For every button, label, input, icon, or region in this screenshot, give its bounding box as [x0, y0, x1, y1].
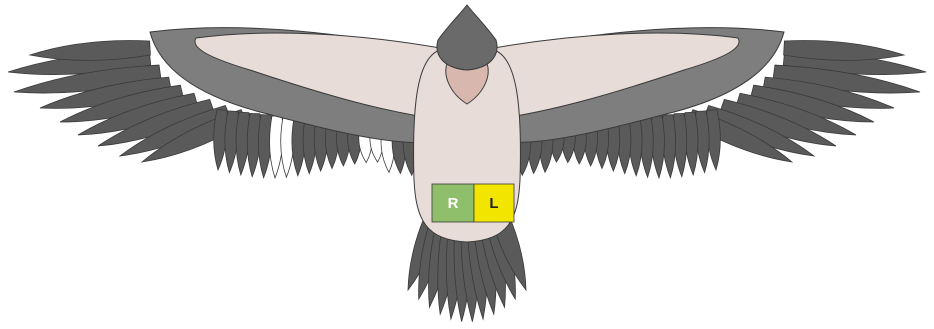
wing-tag-right: R [432, 184, 474, 222]
wing-tag-left-label: L [489, 195, 498, 212]
wing-tag-right-label: R [448, 195, 459, 212]
left-primary-feather [30, 41, 150, 61]
wing-tag-left: L [474, 184, 514, 222]
head [437, 5, 497, 70]
right-primary-feather [784, 41, 904, 61]
